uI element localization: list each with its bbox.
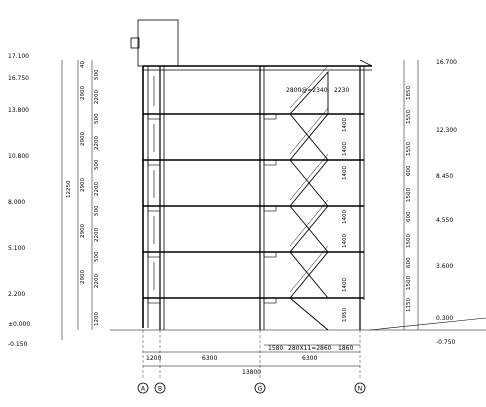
elev-label: 12.300 [436, 127, 457, 134]
axis-bubble-b [154, 382, 166, 394]
dim-label: 2200 [94, 228, 100, 242]
axis-label-b: B [158, 386, 162, 393]
floor-slabs [143, 113, 364, 299]
dim-label: 500 [94, 69, 100, 80]
dim-label: 1550 [406, 142, 412, 156]
dim-label: 1400 [342, 278, 348, 292]
dim-label: 500 [94, 251, 100, 262]
elev-label: 5.100 [8, 245, 25, 252]
elev-label: 0.300 [436, 315, 453, 322]
left-elevation-labels: 17.100 16.750 13.800 10.800 8.000 5.100 … [8, 53, 30, 348]
axis-label-n: N [358, 386, 363, 393]
dim-label: 2900 [80, 224, 86, 238]
parapet-cap [130, 37, 140, 49]
dim-label: 2900 [80, 270, 86, 284]
stair-run-label: 2800@=2340 [286, 87, 328, 94]
dim-label: 1580 [268, 345, 283, 352]
dim-label: 1400 [342, 234, 348, 248]
stair-flights [289, 70, 329, 331]
elev-label: 10.800 [8, 153, 29, 160]
slab-beams [147, 113, 277, 304]
elev-label: 17.100 [8, 53, 29, 60]
left-inner-dims: 500 2200 500 2200 500 2200 500 2200 500 … [94, 69, 100, 326]
stair-dims: 1400 1400 1400 1400 1400 1400 1950 [342, 118, 348, 322]
dim-label: 1550 [406, 110, 412, 124]
elev-label: -0.150 [8, 341, 28, 348]
dim-label: 1200 [94, 312, 100, 326]
dim-label: 500 [94, 159, 100, 170]
elev-label: 13.800 [8, 107, 29, 114]
dim-label: 12250 [66, 180, 72, 198]
dim-label: 1400 [342, 118, 348, 132]
dim-label: 1500 [406, 188, 412, 202]
dim-label: 280X11=2860 [288, 345, 332, 352]
axis-label-g: G [258, 386, 263, 393]
dim-label: 2200 [94, 90, 100, 104]
dim-label: 6300 [202, 355, 217, 362]
elev-label: 8.450 [436, 173, 453, 180]
ground-slope [369, 317, 486, 331]
axis-bubble-a [137, 382, 149, 394]
axis-label-a: A [141, 386, 146, 393]
elev-label: 3.600 [436, 263, 453, 270]
right-dims: 1850 1550 1550 600 1500 600 1500 600 150… [406, 86, 412, 312]
dim-label: 600 [406, 257, 412, 268]
elev-label: 8.000 [8, 199, 25, 206]
dim-label: 1950 [342, 308, 348, 322]
dim-label: 1400 [342, 210, 348, 224]
dim-label: 2900 [80, 86, 86, 100]
dim-label: 40 [80, 61, 86, 68]
dim-label-total: 13800 [242, 369, 261, 376]
landing-label: 2230 [334, 87, 349, 94]
elev-label: 16.750 [8, 75, 29, 82]
elev-label: ±0.000 [8, 321, 30, 328]
dim-label: 2900 [80, 178, 86, 192]
dim-label: 1400 [342, 166, 348, 180]
stair-handrails [289, 65, 329, 293]
dim-label: 6300 [302, 355, 317, 362]
stair-tower-parapet [137, 19, 179, 67]
dim-label: 1400 [342, 142, 348, 156]
dim-label: 1850 [406, 86, 412, 100]
dim-label: 1500 [406, 234, 412, 248]
dim-label: 600 [406, 165, 412, 176]
roof-edge [359, 59, 373, 67]
dim-label: 2200 [94, 136, 100, 150]
dim-label: 500 [94, 113, 100, 124]
axis-bubble-n [354, 382, 366, 394]
dim-label: 2200 [94, 274, 100, 288]
dim-label: 600 [406, 211, 412, 222]
dim-label: 1860 [338, 345, 353, 352]
left-outer-dims: 40 2900 2900 2900 2900 2900 12250 [66, 61, 86, 284]
dim-label: 1150 [406, 298, 412, 312]
elev-label: 4.550 [436, 217, 453, 224]
dim-label: 1200 [146, 355, 161, 362]
dim-label: 2900 [80, 132, 86, 146]
elev-label: -0.750 [436, 339, 456, 346]
dim-label: 2200 [94, 182, 100, 196]
dim-label: 500 [94, 205, 100, 216]
axis-bubble-g [254, 382, 266, 394]
elev-label: 2.200 [8, 291, 25, 298]
right-elevation-labels: 16.700 12.300 8.450 4.550 3.600 0.300 -0… [436, 59, 457, 346]
bottom-dims: 1200 6300 6300 1580 280X11=2860 1860 138… [146, 345, 353, 376]
dim-label: 1500 [406, 276, 412, 290]
elev-label: 16.700 [436, 59, 457, 66]
